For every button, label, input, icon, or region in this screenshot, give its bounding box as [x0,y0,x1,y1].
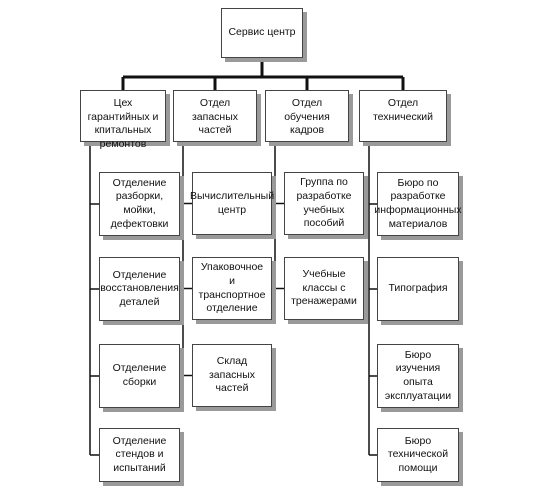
unit-node: Отделение восстановления деталей [99,257,180,321]
unit-node: Группа по разработке учебных пособий [284,172,364,235]
unit-node: Бюро технической помощи [377,428,459,482]
unit-label: Отделение восстановления деталей [100,268,179,308]
unit-node: Вычислительный центр [189,172,275,235]
unit-label: Бюро изучения опыта эксплуатации [384,348,452,402]
department-label: Отдел запасных частей [191,97,239,137]
department-node-spare-parts: Отдел запасных частей [173,90,257,142]
unit-node: Склад запасных частей [192,344,272,407]
unit-label: Группа по разработке учебных пособий [296,176,352,230]
unit-label: Типография [388,282,448,295]
department-label: Отдел технический [372,97,434,123]
department-label: Отдел обучения кадров [284,97,330,137]
root-node: Сервис центр [221,8,303,58]
unit-label: Отделение разборки, мойки, дефектовки [110,176,169,230]
unit-label: Учебные классы с тренажерами [291,268,357,308]
department-label: Цех гарантийных и кпитальных ремонтов [87,97,159,150]
unit-node: Бюро по разработке информационных матери… [374,172,462,236]
unit-node: Отделение разборки, мойки, дефектовки [99,172,180,236]
unit-label: Бюро по разработке информационных матери… [374,176,462,230]
department-node-repair-shop: Цех гарантийных и кпитальных ремонтов [80,90,166,150]
unit-label: Бюро технической помощи [387,434,449,474]
unit-node: Отделение стендов и испытаний [99,428,180,482]
root-label: Сервис центр [228,26,296,39]
unit-label: Склад запасных частей [208,355,256,395]
unit-label: Вычислительный центр [189,189,275,216]
department-node-technical: Отдел технический [359,90,447,142]
unit-node: Отделение сборки [99,344,180,408]
department-node-training: Отдел обучения кадров [265,90,349,142]
unit-node: Типография [377,257,459,321]
unit-node: Учебные классы с тренажерами [284,257,364,320]
unit-node: Бюро изучения опыта эксплуатации [377,344,459,408]
unit-node: Упаковочное и транспортное отделение [192,257,272,320]
unit-label: Отделение сборки [112,362,167,388]
unit-label: Отделение стендов и испытаний [112,434,167,474]
unit-label: Упаковочное и транспортное отделение [198,261,266,315]
